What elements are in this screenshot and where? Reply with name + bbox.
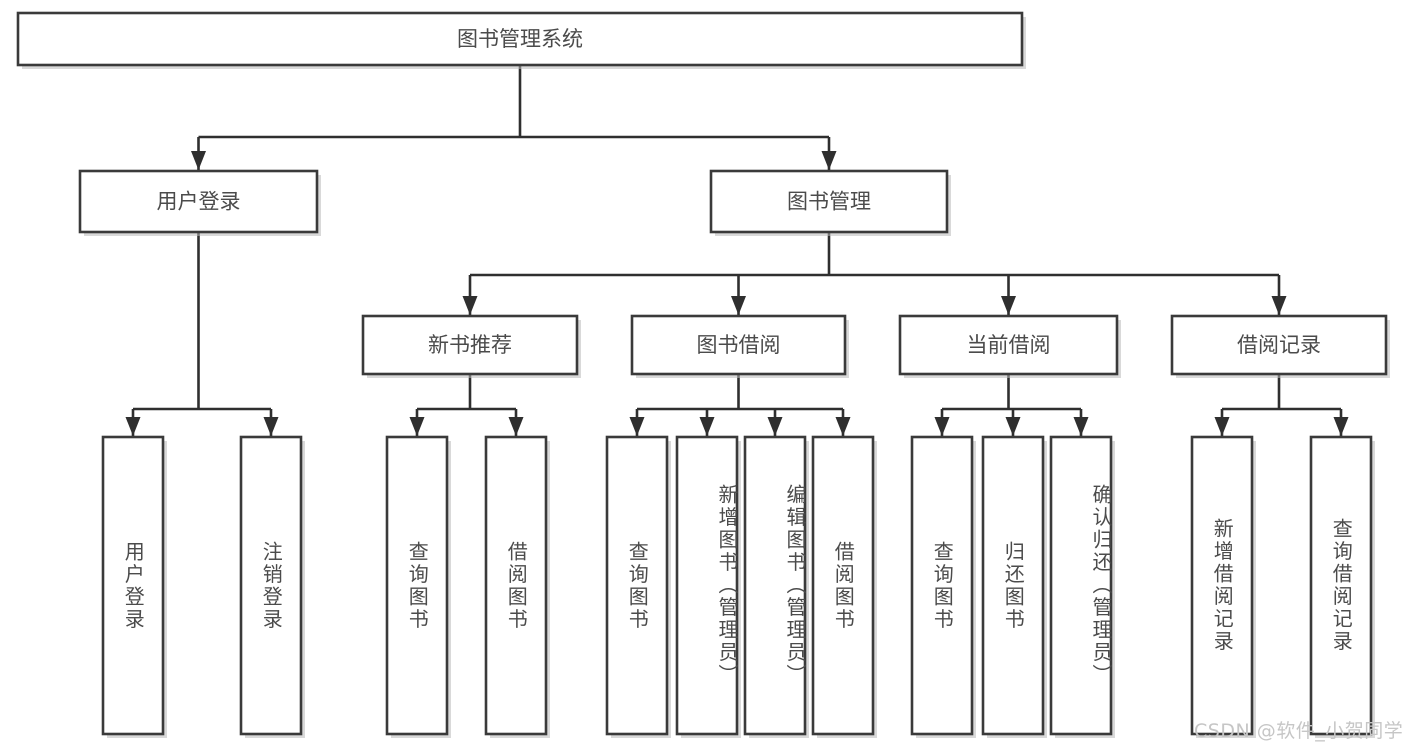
arrow-head-icon	[1214, 417, 1230, 436]
arrow-head-icon	[263, 417, 279, 436]
arrow-head-icon	[934, 417, 950, 436]
arrow-head-icon	[1333, 417, 1349, 436]
node-label: 当前借阅	[967, 333, 1051, 357]
leaf-leaf-query-book-rec[interactable]	[385, 435, 449, 736]
node-book-borrow[interactable]	[630, 314, 847, 376]
edges-layer	[125, 65, 1349, 436]
node-book-manage[interactable]	[709, 169, 949, 234]
boxes-layer	[16, 11, 1390, 738]
node-label: 图书管理	[787, 190, 871, 214]
arrow-head-icon	[409, 417, 425, 436]
arrow-head-icon	[731, 296, 746, 315]
leaf-leaf-return-book[interactable]	[981, 435, 1045, 736]
leaf-leaf-confirm-return[interactable]	[1049, 435, 1113, 736]
leaf-leaf-query-book-borrow[interactable]	[605, 435, 669, 736]
arrow-head-icon	[821, 151, 837, 170]
node-label: 借阅记录	[1237, 333, 1321, 357]
arrow-head-icon	[835, 417, 851, 436]
leaf-leaf-add-record[interactable]	[1190, 435, 1254, 736]
node-label: 用户登录	[157, 190, 241, 214]
arrow-head-icon	[1005, 417, 1021, 436]
leaf-leaf-query-book-cur[interactable]	[910, 435, 974, 736]
arrow-head-icon	[462, 296, 478, 315]
node-label: 图书借阅	[697, 333, 781, 357]
arrow-head-icon	[629, 417, 645, 436]
node-root-root[interactable]	[16, 11, 1024, 67]
arrow-head-icon	[1001, 296, 1016, 315]
leaf-leaf-add-book[interactable]	[675, 435, 739, 736]
arrow-head-icon	[508, 417, 524, 436]
arrow-head-icon	[191, 151, 206, 170]
node-new-book-rec[interactable]	[361, 314, 579, 376]
node-label: 新书推荐	[428, 333, 512, 357]
csdn-watermark: CSDN @软件_小贺同学	[1194, 720, 1404, 742]
leaf-leaf-borrow-book[interactable]	[811, 435, 875, 736]
node-user-login[interactable]	[78, 169, 319, 234]
arrow-head-icon	[125, 417, 141, 436]
node-borrow-record[interactable]	[1170, 314, 1388, 376]
leaf-leaf-user-login[interactable]	[101, 435, 165, 736]
leaf-leaf-edit-book[interactable]	[743, 435, 807, 736]
leaf-leaf-logout[interactable]	[239, 435, 303, 736]
arrow-head-icon	[1073, 417, 1089, 436]
node-label: 图书管理系统	[457, 27, 583, 51]
arrow-head-icon	[767, 417, 783, 436]
arrow-head-icon	[699, 417, 715, 436]
leaf-leaf-query-record[interactable]	[1309, 435, 1373, 736]
leaf-leaf-borrow-book-rec[interactable]	[484, 435, 548, 736]
node-current-borrow[interactable]	[898, 314, 1119, 376]
arrow-head-icon	[1271, 296, 1287, 315]
